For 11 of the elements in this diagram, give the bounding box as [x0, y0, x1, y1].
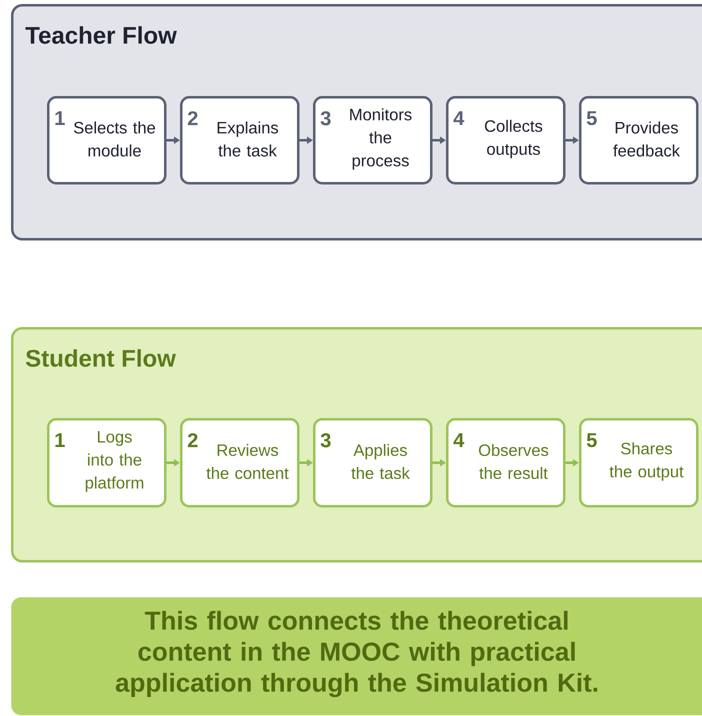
step-box: 1 Logs into the platform: [47, 418, 166, 508]
step-box: 2 Reviews the content: [180, 418, 300, 508]
step-box: 2 Explains the task: [180, 96, 300, 184]
step-box: 3 Applies the task: [313, 418, 432, 508]
step-box: 5 Provides feedback: [579, 96, 698, 184]
step-box: 3 Monitors the process: [313, 96, 432, 184]
summary-banner: This flow connects the theoretical content in the MOOC with practical application through the Simulation Kit.: [11, 597, 702, 716]
step-box: 5 Shares the output: [579, 418, 698, 508]
step-box: 4 Collects outputs: [446, 96, 566, 184]
step-box: 4 Observes the result: [446, 418, 566, 508]
step-box: 1 Selects the module: [47, 96, 166, 184]
